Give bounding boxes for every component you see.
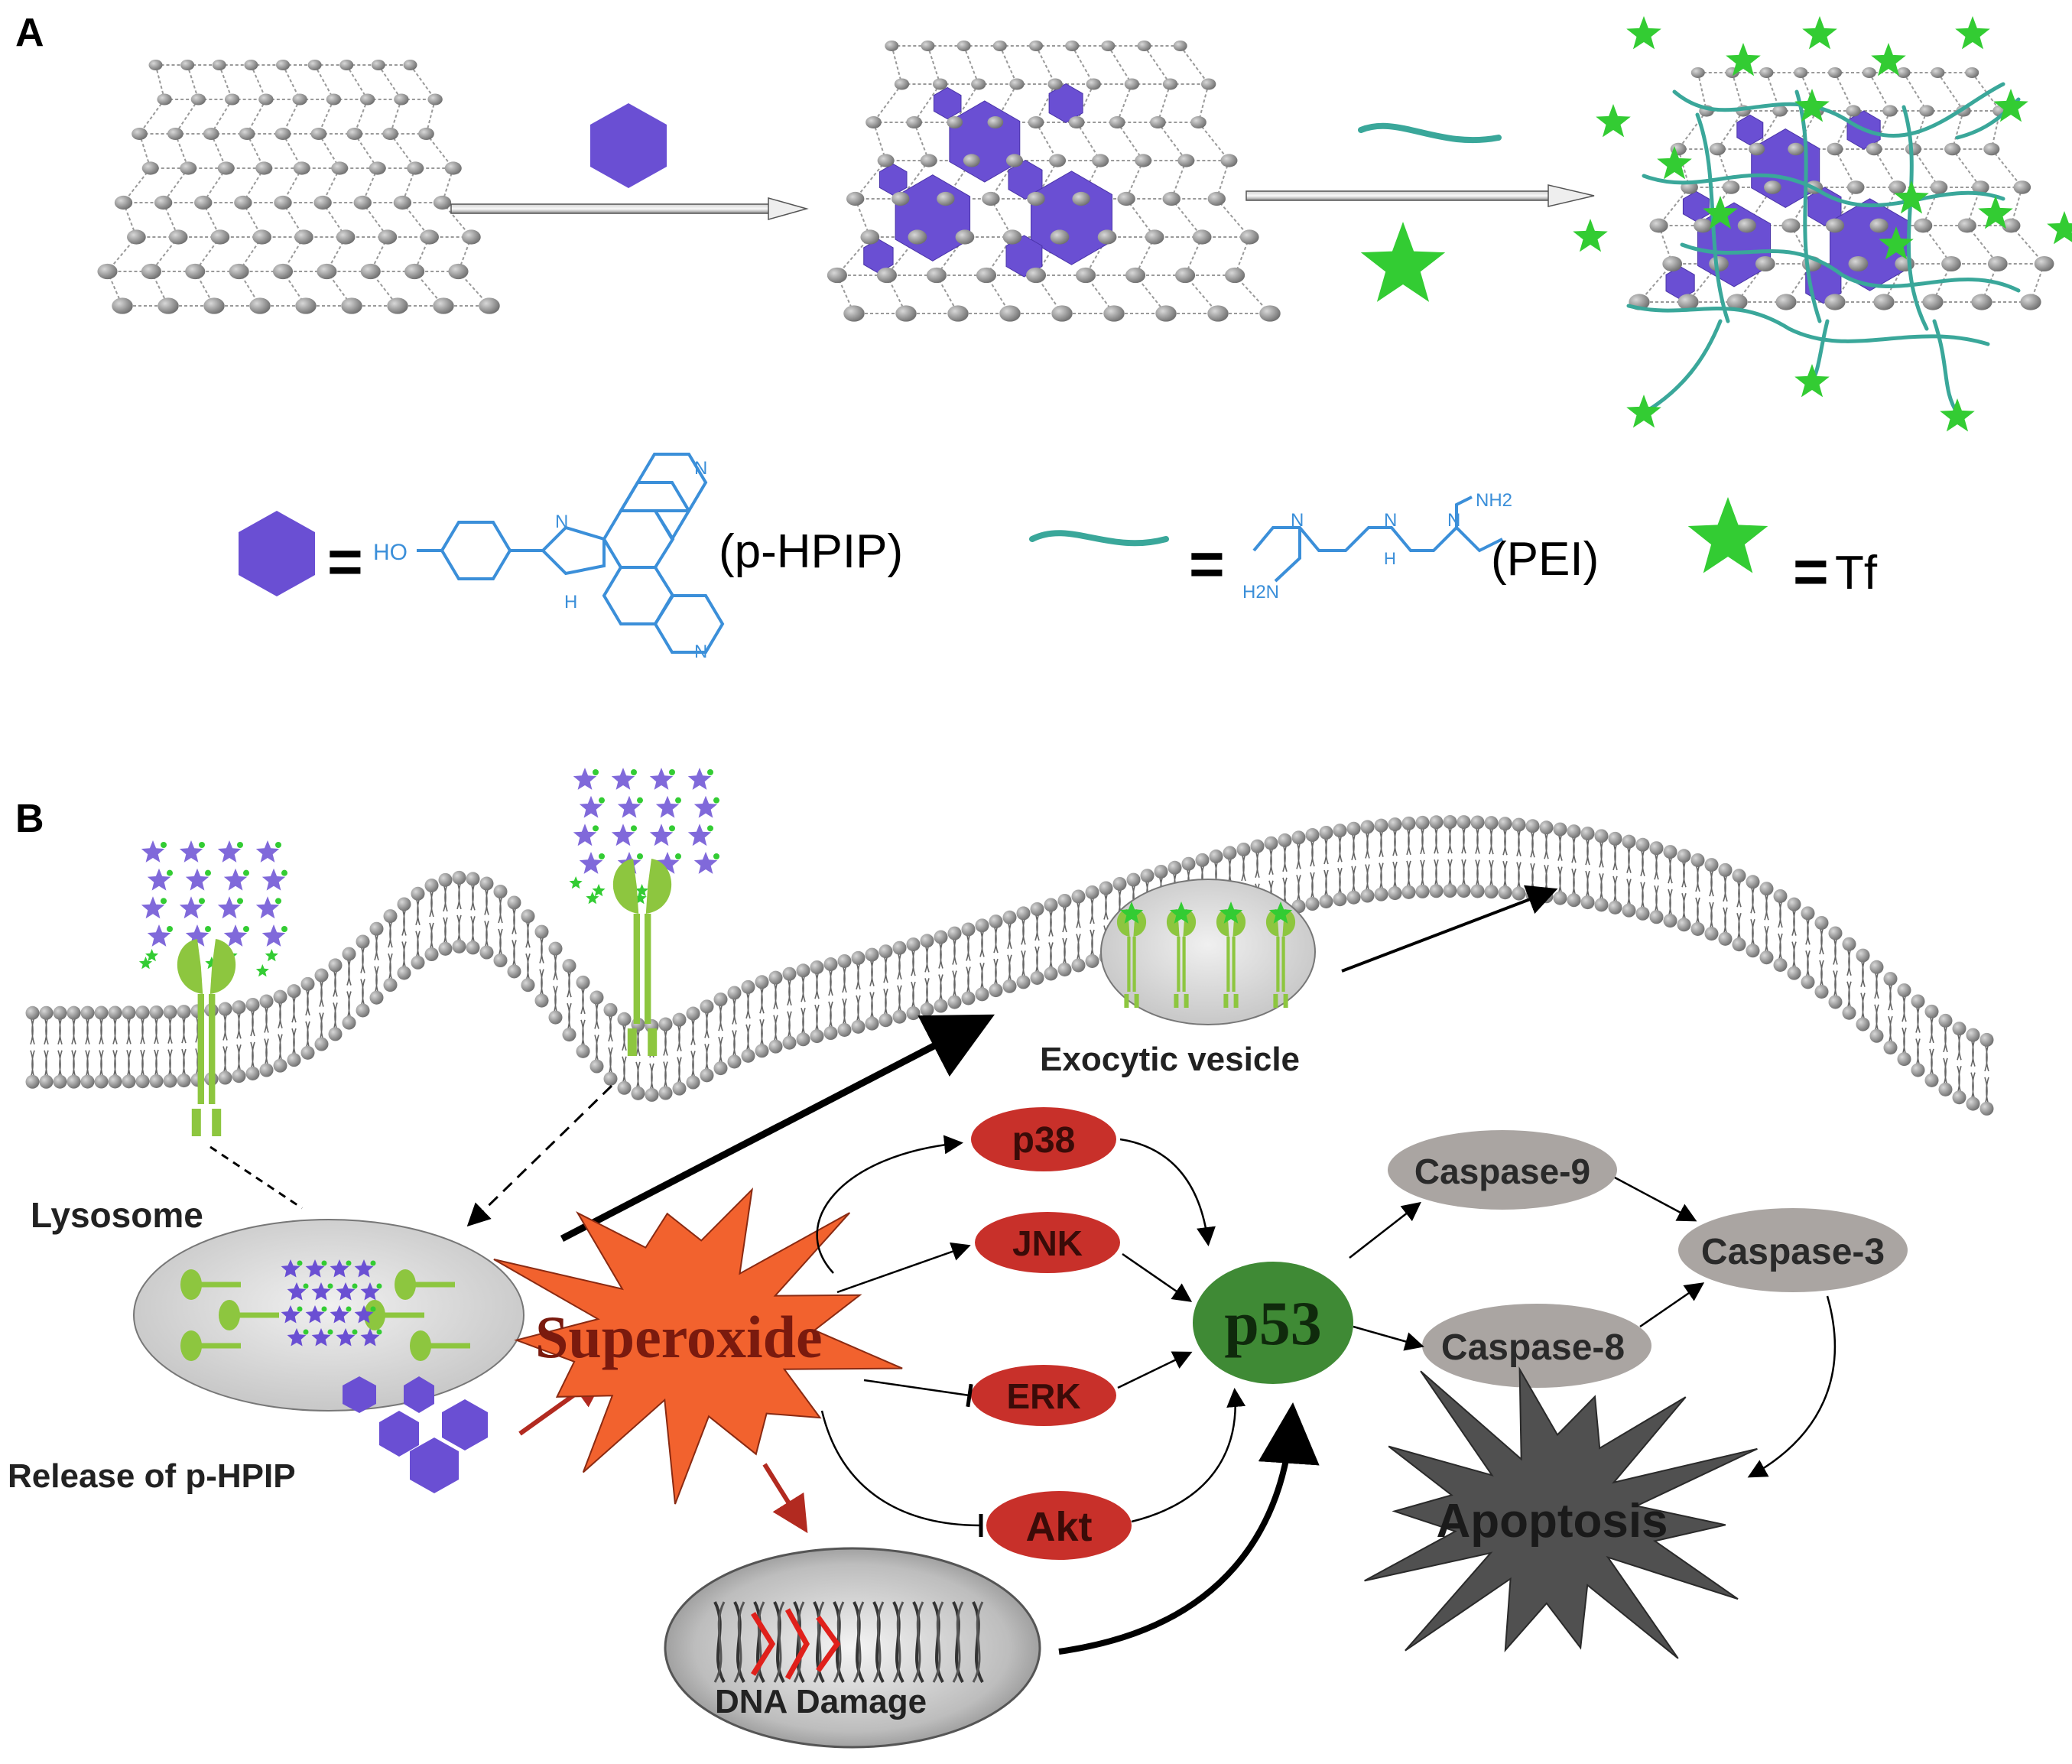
reaction-arrow-2: [1246, 185, 1594, 206]
caspase-3-label: Caspase-3: [1701, 1232, 1885, 1272]
lysosome: [134, 1220, 524, 1411]
pei-n-3: N: [1447, 510, 1460, 531]
jnk-label: JNK: [1012, 1223, 1083, 1263]
superoxide-to-jnk-arrow: [837, 1246, 967, 1292]
pei-strand-reagent: [1361, 126, 1499, 140]
hpip-n-label-1: N: [555, 512, 568, 532]
nanoparticle-cluster-1: [139, 840, 287, 976]
p38-label: p38: [1012, 1120, 1076, 1161]
legend-equals-2: =: [1189, 530, 1225, 598]
superoxide-label: Superoxide: [535, 1304, 823, 1370]
hpip-structure: [417, 454, 723, 652]
p53-to-caspase-9-arrow: [1349, 1204, 1418, 1258]
superoxide-to-dna-arrow: [765, 1464, 803, 1525]
caspase-9-node: Caspase-9: [1388, 1130, 1617, 1210]
erk-node: ERK: [971, 1365, 1116, 1426]
pei-h: H: [1384, 549, 1396, 568]
legend-equals-1: =: [327, 528, 363, 596]
caspase-3-to-apoptosis-arrow: [1751, 1296, 1835, 1476]
tf-star-reagent: [1361, 222, 1445, 302]
hpip-n-label-3: N: [694, 642, 707, 662]
caspase-9-to-3-arrow: [1615, 1178, 1694, 1220]
panel-b-label: B: [15, 797, 44, 841]
caspase-3-node: Caspase-3: [1678, 1208, 1908, 1292]
exocytic-vesicle-label: Exocytic vesicle: [1040, 1041, 1300, 1078]
p53-node: p53: [1193, 1262, 1353, 1384]
p53-label: p53: [1224, 1288, 1322, 1358]
pei-n-1: N: [1291, 510, 1304, 531]
release-label: Release of p-HPIP: [8, 1457, 296, 1495]
exocytic-vesicle: [1101, 879, 1315, 1025]
erk-to-p53-arrow: [1118, 1353, 1189, 1388]
p53-to-caspase-8-arrow: [1353, 1327, 1421, 1346]
caspase-8-to-3-arrow: [1640, 1285, 1701, 1327]
hpip-ho-label: HO: [373, 540, 408, 565]
pei-n-2: N: [1384, 510, 1397, 531]
caspase-8-label: Caspase-8: [1441, 1327, 1625, 1368]
akt-to-p53-arrow: [1132, 1392, 1236, 1522]
legend-equals-3: =: [1793, 538, 1829, 606]
legend-hpip-name: (p-HPIP): [719, 525, 903, 578]
akt-label: Akt: [1025, 1504, 1092, 1550]
akt-node: Akt: [986, 1491, 1132, 1560]
cell-membrane: [26, 815, 1994, 1116]
jnk-node: JNK: [975, 1212, 1120, 1273]
released-hpip: [343, 1376, 488, 1493]
pei-nh2-top: NH2: [1476, 490, 1512, 511]
pei-nh2-bottom: H2N: [1242, 582, 1279, 603]
lysosome-label: Lysosome: [31, 1195, 203, 1235]
legend-hpip-hexagon: [239, 511, 315, 596]
legend-pei-name: (PEI): [1491, 533, 1599, 586]
reaction-arrow-1: [451, 198, 807, 219]
legend-pei-strand: [1032, 533, 1166, 543]
hpip-nh-label: H: [564, 592, 577, 612]
caspase-8-node: Caspase-8: [1422, 1304, 1651, 1388]
legend: = HO N H N N (p-HPIP) = NH2 H2N N N H: [239, 454, 1878, 662]
nanoparticle-cluster-2: [570, 768, 720, 904]
erk-label: ERK: [1006, 1376, 1080, 1416]
hpip-hexagon-reagent: [590, 103, 667, 188]
superoxide-inhibits-erk: [864, 1380, 969, 1395]
p38-to-p53-arrow: [1120, 1139, 1208, 1243]
panel-a-label: A: [15, 11, 44, 55]
p38-node: p38: [971, 1107, 1116, 1171]
dna-damage-label: DNA Damage: [715, 1683, 927, 1720]
hpip-n-label-2: N: [694, 458, 707, 479]
legend-tf-name: Tf: [1835, 547, 1878, 599]
superoxide-inhibits-akt: [822, 1411, 981, 1525]
endocytosis-dashed-line-2: [470, 1086, 612, 1223]
apoptosis-label: Apoptosis: [1436, 1495, 1668, 1548]
exocytosis-arrow: [1342, 891, 1552, 971]
caspase-9-label: Caspase-9: [1414, 1152, 1590, 1191]
superoxide-to-p38-arrow: [817, 1143, 960, 1273]
legend-tf-star: [1688, 497, 1768, 573]
endocytosis-dashed-line-1: [210, 1147, 302, 1208]
lysosome-to-vesicle-arrow: [562, 1021, 982, 1239]
graphene-sheet: [97, 60, 499, 314]
graphene-with-hpip: [827, 41, 1281, 322]
graphene-hpip-pei-tf: [1573, 16, 2072, 431]
jnk-to-p53-arrow: [1122, 1254, 1189, 1300]
